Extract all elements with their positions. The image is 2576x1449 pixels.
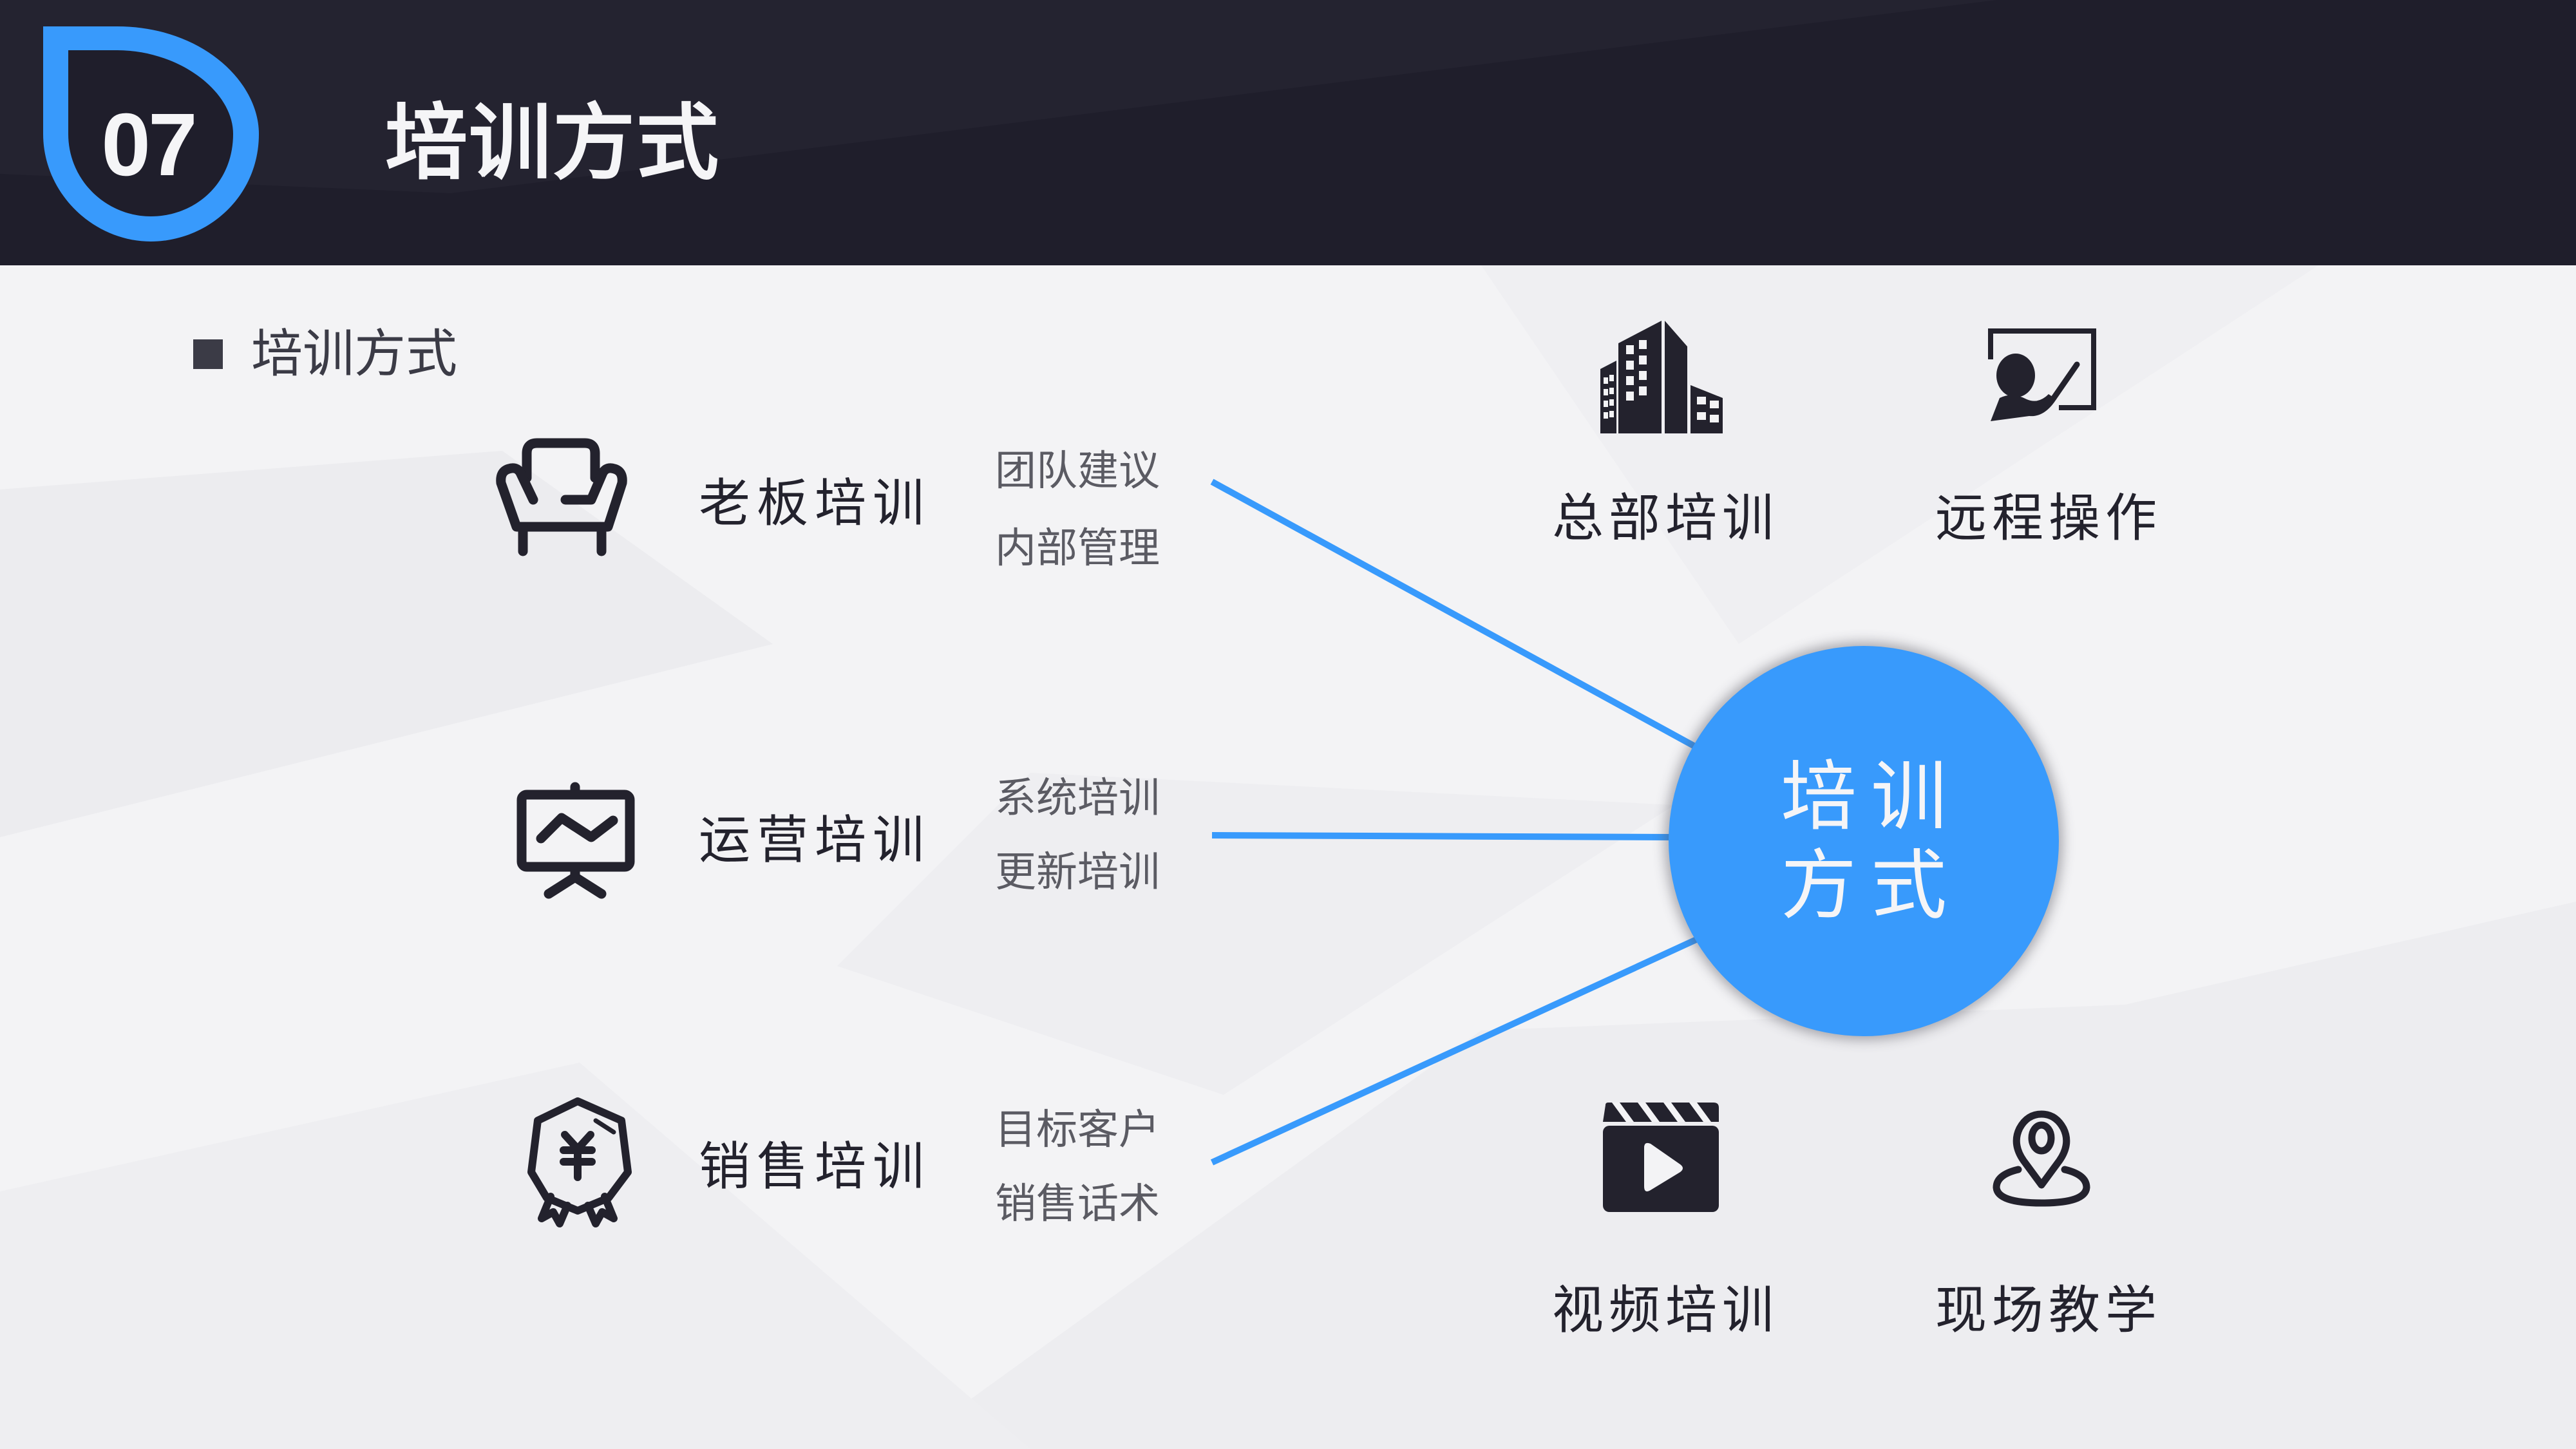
connector-line-2 — [1211, 832, 1672, 840]
method-label: 现场教学 — [1935, 1280, 2162, 1340]
training-item-detail: 销售话术 — [995, 1180, 1160, 1228]
connector-line-3 — [1210, 936, 1700, 1166]
method-label: 视频培训 — [1552, 1280, 1779, 1340]
hub-text-line-2: 方式 — [1780, 841, 1961, 930]
training-item-detail: 团队建议 — [995, 448, 1160, 495]
armchair-icon — [496, 438, 627, 556]
training-item-detail: 目标客户 — [995, 1106, 1160, 1154]
video-clapper-icon — [1603, 1103, 1719, 1212]
header-background-pattern — [0, 0, 1996, 193]
hub-text-line-1: 培训 — [1780, 752, 1961, 841]
section-heading: 培训方式 — [193, 322, 457, 386]
method-label: 总部培训 — [1552, 488, 1779, 548]
training-item-detail: 更新培训 — [995, 849, 1160, 896]
page-title: 培训方式 — [385, 95, 721, 191]
connector-line-1 — [1210, 478, 1696, 749]
hub-circle: 培训 方式 — [1669, 646, 2059, 1036]
training-item-label: 老板培训 — [699, 473, 931, 533]
section-badge-icon — [43, 26, 259, 242]
training-item-detail: 系统培训 — [995, 775, 1160, 822]
method-label: 远程操作 — [1935, 488, 2162, 548]
section-heading-text: 培训方式 — [251, 324, 457, 384]
presentation-board-icon — [516, 782, 635, 899]
yuan-badge-icon — [527, 1097, 632, 1227]
training-item-label: 运营培训 — [699, 810, 931, 870]
header-bar: 07 培训方式 — [0, 0, 2576, 265]
remote-teacher-icon — [1988, 328, 2096, 421]
office-building-icon — [1600, 321, 1723, 433]
section-number: 07 — [101, 95, 198, 194]
training-item-label: 销售培训 — [699, 1137, 931, 1197]
square-bullet-icon — [193, 339, 223, 369]
location-pin-icon — [1993, 1110, 2090, 1207]
training-item-detail: 内部管理 — [995, 525, 1160, 573]
